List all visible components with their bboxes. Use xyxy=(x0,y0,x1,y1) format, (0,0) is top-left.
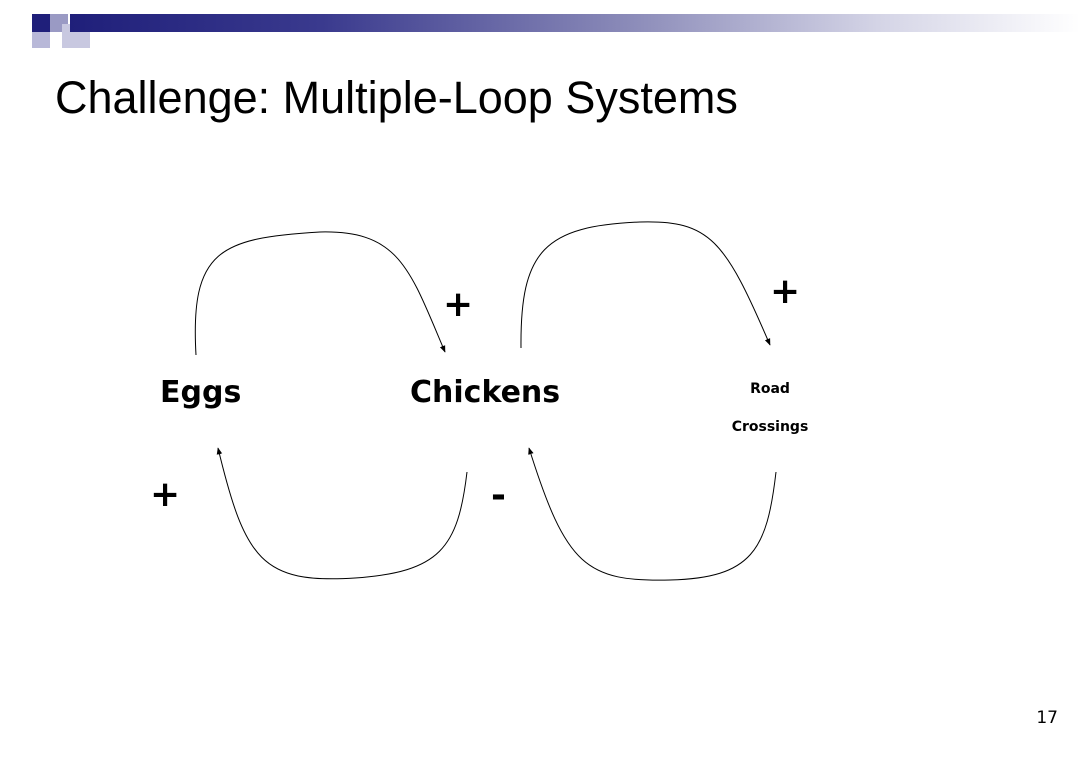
page-number: 17 xyxy=(1036,708,1058,728)
polarity-chickens-to-road-crossings: + xyxy=(770,271,801,312)
link-chickens-to-road-crossings xyxy=(520,221,771,349)
node-eggs: Eggs xyxy=(160,375,242,410)
slide-title: Challenge: Multiple-Loop Systems xyxy=(55,72,738,123)
link-road-crossings-to-chickens xyxy=(528,447,777,581)
header-gradient-bar xyxy=(70,14,1080,32)
header-square-light xyxy=(32,32,50,48)
polarity-road-crossings-to-chickens: - xyxy=(491,475,506,516)
link-chickens-to-eggs xyxy=(216,447,468,580)
node-road-crossings-line2: Crossings xyxy=(731,419,809,435)
polarity-eggs-to-chickens: + xyxy=(443,284,474,325)
node-road-crossings-line1: Road xyxy=(750,381,790,397)
link-eggs-to-chickens xyxy=(194,231,446,356)
polarity-chickens-to-eggs: + xyxy=(150,474,181,515)
node-chickens: Chickens xyxy=(410,375,561,410)
node-road-crossings: Road Crossings xyxy=(718,370,822,446)
header-square-dark xyxy=(32,14,50,32)
